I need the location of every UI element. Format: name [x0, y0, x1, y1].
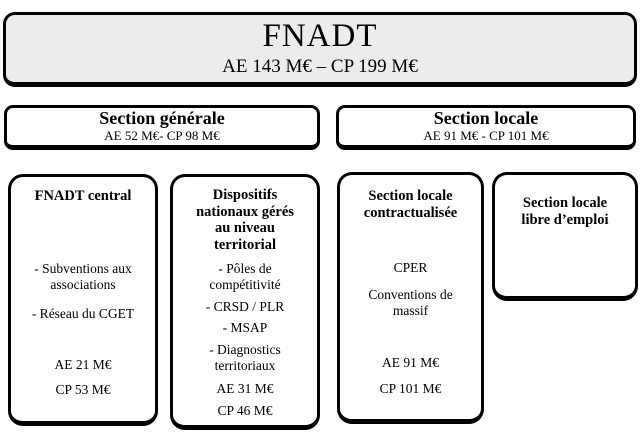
fnadt-central-ae: AE 21 M€	[54, 357, 112, 373]
fnadt-central-box: FNADT central - Subventions aux associat…	[8, 174, 158, 426]
section-locale-amounts: AE 91 M€ - CP 101 M€	[423, 128, 549, 144]
dispositifs-title: Dispositifs nationaux gérés au niveau te…	[196, 187, 294, 254]
fnadt-central-title: FNADT central	[34, 188, 132, 204]
fnadt-central-item: - Subventions aux associations	[34, 260, 132, 292]
contractualisee-title: Section locale contractualisée	[363, 188, 458, 221]
section-generale-amounts: AE 52 M€- CP 98 M€	[104, 128, 220, 144]
contractualisee-item: CPER	[393, 260, 428, 276]
fnadt-root-box: FNADT AE 143 M€ – CP 199 M€	[3, 12, 637, 87]
contractualisee-ae: AE 91 M€	[382, 355, 439, 371]
fnadt-title: FNADT	[262, 18, 378, 55]
section-generale-box: Section générale AE 52 M€- CP 98 M€	[4, 105, 320, 150]
dispositifs-item: - CRSD / PLR	[205, 298, 285, 314]
dispositifs-item: - Diagnostics territoriaux	[209, 342, 281, 374]
dispositifs-nationaux-box: Dispositifs nationaux gérés au niveau te…	[170, 174, 320, 430]
fnadt-amounts: AE 143 M€ – CP 199 M€	[222, 55, 418, 77]
section-locale-libre-emploi-box: Section locale libre d’emploi	[492, 172, 638, 301]
fnadt-central-item: - Réseau du CGET	[31, 305, 135, 321]
dispositifs-ae: AE 31 M€	[216, 381, 274, 397]
fnadt-central-cp: CP 53 M€	[55, 382, 111, 398]
section-generale-title: Section générale	[99, 107, 225, 128]
dispositifs-item: - MSAP	[222, 320, 268, 336]
contractualisee-cp: CP 101 M€	[379, 381, 442, 397]
contractualisee-item: Conventions de massif	[368, 287, 453, 319]
libre-emploi-title: Section locale libre d’emploi	[521, 195, 609, 228]
section-locale-title: Section locale	[433, 107, 539, 128]
dispositifs-cp: CP 46 M€	[217, 403, 273, 419]
dispositifs-item: - Pôles de compétitivité	[209, 260, 281, 292]
section-locale-contractualisee-box: Section locale contractualisée CPER Conv…	[337, 172, 484, 424]
section-locale-box: Section locale AE 91 M€ - CP 101 M€	[336, 105, 636, 150]
